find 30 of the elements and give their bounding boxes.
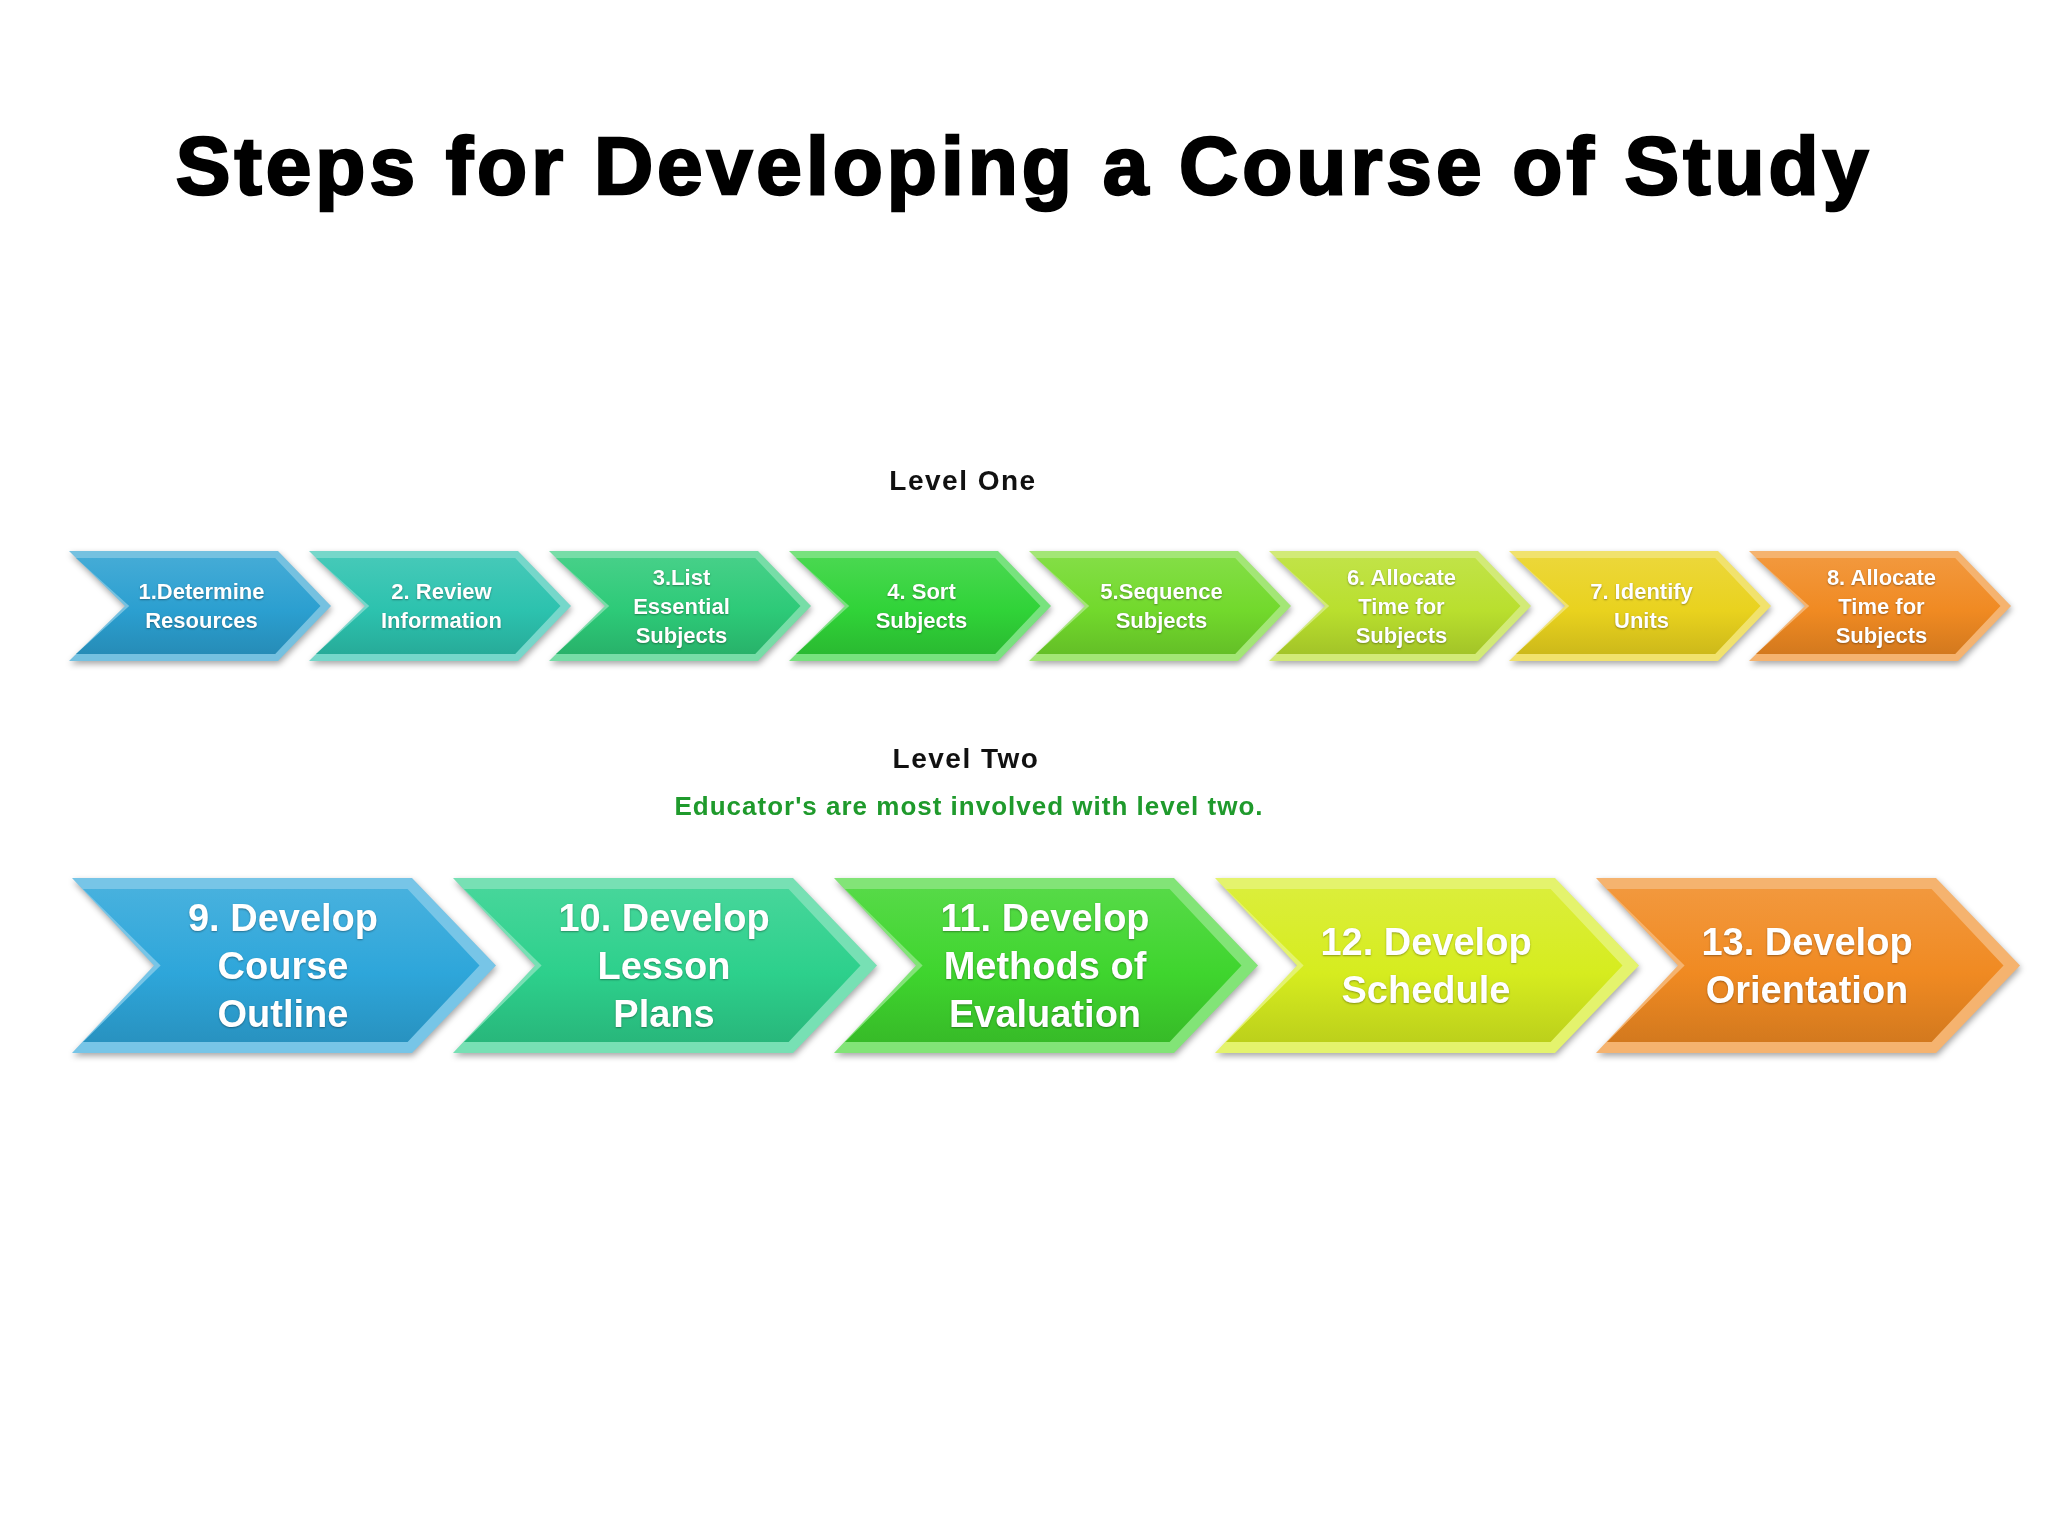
step-label: 9. Develop Course Outline [186, 895, 380, 1037]
chevron-step [1269, 551, 1531, 661]
chevron-step [309, 551, 571, 661]
title: Steps for Developing a Course of Study [175, 119, 1873, 213]
chevron-step [1029, 551, 1291, 661]
step-label: 4. Sort Subjects [874, 578, 969, 635]
note-text: Educator's are most involved with level two. [674, 791, 1264, 822]
step-label: 2. Review Information [380, 578, 503, 635]
step-label: 6. Allocate Time for Subjects [1345, 563, 1458, 650]
step-label: 8. Allocate Time for Subjects [1825, 563, 1938, 650]
chevron-step [549, 551, 811, 661]
step-label: 7. Identify Units [1589, 578, 1694, 635]
step-label: 5.Sequence Subjects [1099, 578, 1224, 635]
chevron-step [1749, 551, 2011, 661]
chevron-step [1596, 878, 2020, 1053]
step-label: 10. Develop Lesson Plans [557, 895, 771, 1037]
chevron-step [453, 878, 877, 1053]
step-label: 11. Develop Methods of Evaluation [939, 895, 1151, 1037]
chevron-step [789, 551, 1051, 661]
level-heading: Level Two [892, 742, 1040, 776]
chevron-step [69, 551, 331, 661]
step-label: 13. Develop Orientation [1700, 919, 1914, 1013]
step-label: 1.Determine Resources [137, 578, 266, 635]
step-label: 12. Develop Schedule [1319, 919, 1533, 1013]
step-label: 3.List Essential Subjects [632, 563, 731, 650]
chevron-step [72, 878, 496, 1053]
chevron-step [1509, 551, 1771, 661]
chevron-step [834, 878, 1258, 1053]
level-heading: Level One [889, 464, 1037, 498]
chevron-step [1215, 878, 1639, 1053]
